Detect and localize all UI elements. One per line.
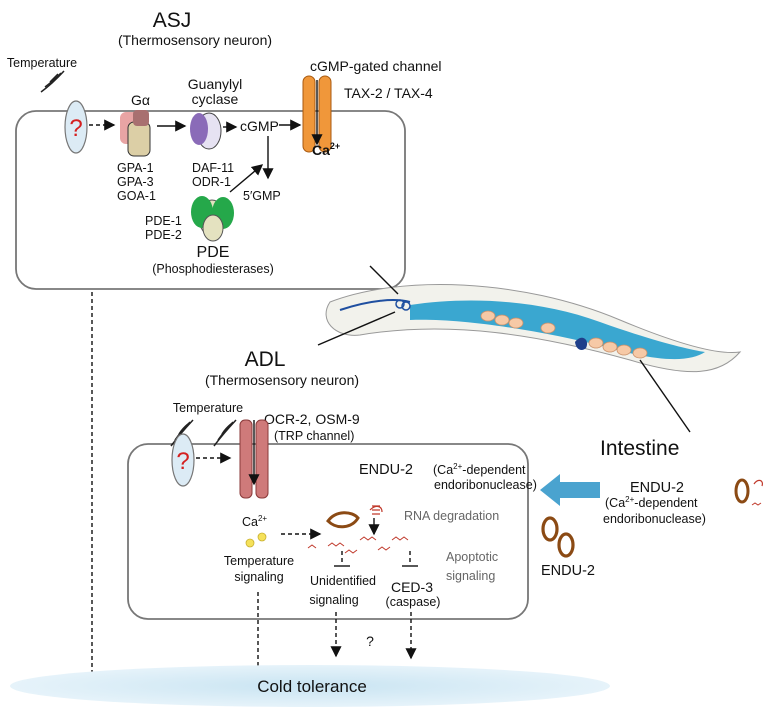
- trp-subtitle: (TRP channel): [274, 429, 354, 443]
- apoptotic-label: Apoptotic: [446, 550, 498, 564]
- secreted-endu2-icon: [541, 516, 575, 558]
- unidentified-label: Unidentified: [310, 574, 376, 588]
- worm-illustration: [325, 284, 742, 373]
- calcium-ions-icon: [245, 532, 267, 548]
- g-alpha-label: Gα: [131, 92, 150, 108]
- cyclase-label: cyclase: [192, 91, 239, 107]
- adl-endu-desc-line2: endoribonuclease): [434, 478, 537, 492]
- intestine-endu-name: ENDU-2: [630, 480, 684, 496]
- asj-pointer-line: [369, 265, 399, 295]
- ced3-label: CED-3: [391, 579, 433, 595]
- adl-endu-name: ENDU-2: [359, 462, 413, 478]
- daf11-label: DAF-11: [192, 161, 234, 175]
- adl-temperature-label: Temperature: [173, 401, 243, 415]
- odr1-label: ODR-1: [192, 175, 231, 189]
- intestine-endu-desc-line1: (Ca2+-dependent: [605, 495, 698, 510]
- asj-question-mark: ?: [69, 115, 82, 142]
- trp-genes-label: OCR-2, OSM-9: [264, 411, 360, 427]
- guanylyl-label: Guanylyl: [188, 76, 242, 92]
- adl-subtitle: (Thermosensory neuron): [205, 372, 359, 388]
- cgmp-label: cGMP: [240, 118, 279, 134]
- g-protein-icon: [120, 110, 151, 157]
- tax-genes-label: TAX-2 / TAX-4: [344, 85, 433, 101]
- unidentified-signaling-label: signaling: [309, 593, 358, 607]
- pde1-label: PDE-1: [145, 214, 182, 228]
- asj-ca-label: Ca2+: [312, 141, 340, 158]
- apoptotic-signaling-label: signaling: [446, 569, 495, 583]
- five-gmp-label: 5′GMP: [243, 189, 281, 203]
- goa1-label: GOA-1: [117, 189, 156, 203]
- adl-title: ADL: [245, 348, 286, 371]
- intestine-pointer-line: [639, 359, 691, 433]
- temperature-wave-icon: [40, 70, 65, 93]
- temp-signaling-label-2: signaling: [234, 570, 283, 584]
- guanylyl-cyclase-icon: [190, 112, 222, 150]
- pde-subtitle: (Phosphodiesterases): [152, 262, 274, 276]
- pde-action-arrow: [229, 164, 264, 193]
- asj-receptor: [64, 100, 88, 154]
- temp-signaling-label: Temperature: [224, 554, 294, 568]
- intestine-title: Intestine: [600, 437, 679, 460]
- pde-icon: [191, 196, 234, 242]
- pde-title: PDE: [197, 244, 230, 261]
- cold-tolerance-zone: [10, 665, 610, 707]
- adl-endu-desc-line1: (Ca2+-dependent: [433, 462, 526, 477]
- adl-ca-label: Ca2+: [242, 514, 267, 529]
- unknown-link-question: ?: [366, 633, 374, 649]
- asj-subtitle: (Thermosensory neuron): [118, 32, 272, 48]
- pde2-label: PDE-2: [145, 228, 182, 242]
- gpa3-label: GPA-3: [117, 175, 154, 189]
- endu2-protein-icon: [326, 505, 383, 529]
- intestine-endu2-icon: [734, 478, 763, 506]
- intestine-secretion-arrow: [540, 474, 600, 506]
- gpa1-label: GPA-1: [117, 161, 154, 175]
- cgmp-channel-title: cGMP-gated channel: [310, 58, 442, 74]
- cold-tolerance-label: Cold tolerance: [257, 677, 367, 696]
- adl-pointer-line: [317, 311, 396, 346]
- asj-title: ASJ: [153, 9, 192, 32]
- asj-temperature-label: Temperature: [7, 56, 77, 70]
- adl-question-mark: ?: [176, 448, 189, 475]
- cgmp-gated-channel-icon: [302, 75, 332, 153]
- intestine-endu-desc-line2: endoribonuclease): [603, 512, 706, 526]
- rna-fragments-icon: [307, 536, 409, 554]
- adl-neuron-box: [127, 443, 529, 620]
- caspase-label: (caspase): [386, 595, 441, 609]
- secreted-endu2-label: ENDU-2: [541, 563, 595, 579]
- adl-receptor: [171, 433, 195, 487]
- rna-degradation-label: RNA degradation: [404, 509, 499, 523]
